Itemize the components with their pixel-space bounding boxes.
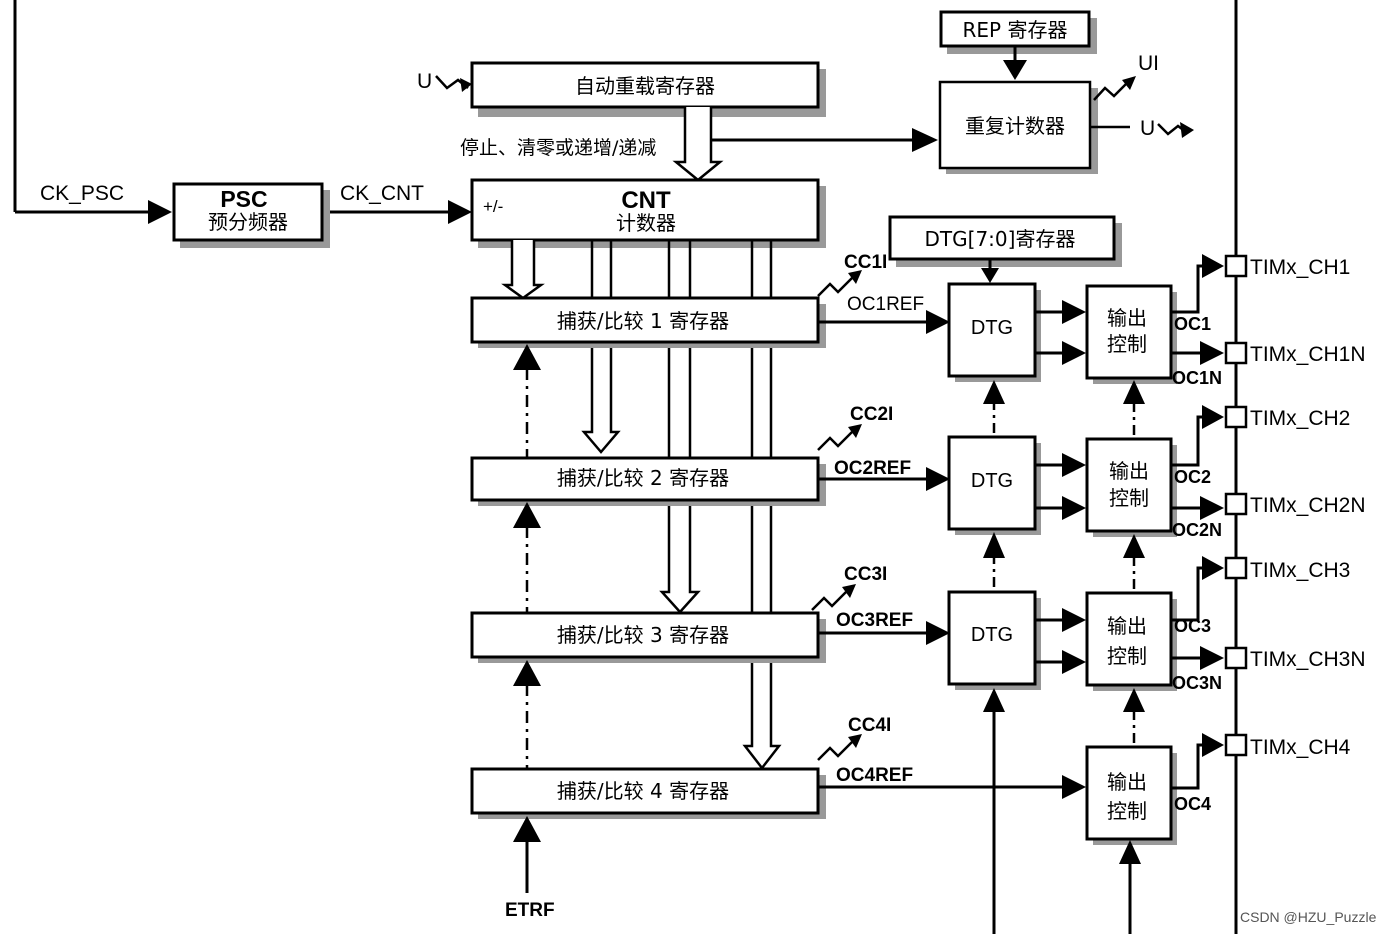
dtg-links	[983, 380, 1005, 934]
rep-ui-label: UI	[1138, 52, 1159, 75]
pin-ch4	[1224, 733, 1248, 757]
cc1-register-label: 捕获/比较 1 寄存器	[557, 309, 729, 333]
output-control-3: 输出 控制	[1085, 591, 1177, 691]
ch1-outputs: OC1 OC1N	[1171, 254, 1224, 388]
output-control-2: 输出 控制	[1085, 437, 1177, 537]
pin-ch1-label: TIMx_CH1	[1250, 256, 1350, 279]
psc-subtitle: 预分频器	[208, 210, 288, 234]
pin-ch1n-label: TIMx_CH1N	[1250, 343, 1366, 366]
output-control-links	[1119, 380, 1145, 934]
oc1ref-label: OC1REF	[847, 294, 924, 315]
watermark: CSDN @HZU_Puzzle	[1240, 909, 1377, 925]
cc4-register-label: 捕获/比较 4 寄存器	[557, 779, 729, 803]
autoreload-block: 自动重载寄存器 U	[417, 61, 826, 117]
cc-link-lines: ETRF	[505, 344, 555, 921]
output-control-3-line2: 控制	[1107, 644, 1147, 668]
output-control-1: 输出 控制	[1085, 284, 1177, 384]
oc2n-label: OC2N	[1172, 520, 1222, 540]
cc3-block: 捕获/比较 3 寄存器	[470, 611, 826, 663]
dtg-block-1: DTG	[947, 282, 1041, 382]
rep-block: REP 寄存器 重复计数器 UI U	[938, 10, 1194, 174]
pin-ch1	[1224, 254, 1248, 278]
cc2-interrupt-label: CC2I	[850, 404, 893, 425]
cc2-register-label: 捕获/比较 2 寄存器	[557, 466, 729, 490]
output-control-2-line1: 输出	[1109, 459, 1149, 483]
oc4ref-label: OC4REF	[836, 765, 913, 786]
clock-path: CK_PSC CK_CNT	[13, 0, 472, 224]
ck-psc-label: CK_PSC	[40, 182, 124, 205]
cc3-interrupt-label: CC3I	[844, 564, 887, 585]
pin-ch3-label: TIMx_CH3	[1250, 559, 1350, 582]
rep-u-label: U	[1140, 117, 1155, 140]
ck-cnt-label: CK_CNT	[340, 182, 424, 205]
psc-title: PSC	[220, 186, 267, 212]
oc2ref-label: OC2REF	[834, 458, 911, 479]
cc4-interrupt-label: CC4I	[848, 715, 891, 736]
rep-register-label: REP 寄存器	[963, 18, 1068, 42]
cnt-subtitle: 计数器	[616, 211, 676, 235]
oc1-label: OC1	[1174, 314, 1211, 334]
pin-ch1n	[1224, 341, 1248, 365]
cc2-block: 捕获/比较 2 寄存器	[470, 456, 826, 506]
dtg-register-label: DTG[7:0]寄存器	[925, 227, 1076, 251]
output-control-2-line2: 控制	[1109, 486, 1149, 510]
pin-ch2n	[1224, 492, 1248, 516]
pin-ch3n	[1224, 646, 1248, 670]
cc3-signals: CC3I OC3REF	[811, 564, 950, 645]
pin-ch4-label: TIMx_CH4	[1250, 736, 1351, 759]
cc4-block: 捕获/比较 4 寄存器	[470, 767, 826, 819]
ch2-outputs: OC2 OC2N	[1171, 405, 1224, 540]
cc1-block: 捕获/比较 1 寄存器	[470, 296, 826, 348]
output-control-1-line1: 输出	[1107, 306, 1147, 330]
oc3n-label: OC3N	[1172, 673, 1222, 693]
dtg-block-3: DTG	[947, 590, 1041, 690]
cc1-interrupt-label: CC1I	[844, 252, 887, 273]
counter-control-label: 停止、清零或递增/递减	[460, 137, 656, 159]
oc1n-label: OC1N	[1172, 368, 1222, 388]
cnt-title: CNT	[621, 187, 671, 214]
dtg-1-label: DTG	[971, 317, 1013, 339]
pin-ch3n-label: TIMx_CH3N	[1250, 648, 1366, 671]
output-control-4-line1: 输出	[1107, 770, 1147, 794]
cnt-block: +/- CNT 计数器	[470, 178, 826, 248]
psc-block: PSC 预分频器	[172, 182, 330, 248]
dtg-to-output-arrows	[1035, 300, 1086, 674]
rep-counter-label: 重复计数器	[965, 114, 1065, 138]
autoreload-to-cnt-arrow	[672, 107, 724, 182]
etrf-label: ETRF	[505, 900, 555, 921]
dtg-register-block: DTG[7:0]寄存器	[888, 215, 1122, 283]
dtg-3-label: DTG	[971, 624, 1013, 646]
ch3-outputs: OC3 OC3N	[1171, 556, 1224, 693]
pin-ch3	[1224, 556, 1248, 580]
pins: TIMx_CH1 TIMx_CH1N TIMx_CH2 TIMx_CH2N TI…	[1224, 254, 1366, 759]
output-control-4: 输出 控制	[1085, 745, 1177, 845]
oc4-label: OC4	[1174, 794, 1211, 814]
pin-ch2	[1224, 405, 1248, 429]
cc2-signals: CC2I OC2REF	[817, 404, 950, 491]
cnt-updown-label: +/-	[483, 197, 503, 216]
pin-ch2-label: TIMx_CH2	[1250, 407, 1350, 430]
output-control-4-line2: 控制	[1107, 799, 1147, 823]
cnt-to-rep-line	[711, 128, 938, 152]
autoreload-event-label: U	[417, 70, 432, 93]
cc3-register-label: 捕获/比较 3 寄存器	[557, 623, 729, 647]
dtg-block-2: DTG	[947, 435, 1041, 535]
dtg-2-label: DTG	[971, 470, 1013, 492]
oc3-label: OC3	[1174, 616, 1211, 636]
cc4-signals: CC4I OC4REF	[817, 715, 1086, 799]
oc2-label: OC2	[1174, 467, 1211, 487]
output-control-3-line1: 输出	[1107, 614, 1147, 638]
ch4-outputs: OC4	[1171, 733, 1224, 814]
cc1-signals: CC1I OC1REF	[817, 252, 950, 334]
autoreload-label: 自动重载寄存器	[575, 74, 715, 98]
output-control-1-line2: 控制	[1107, 332, 1147, 356]
oc3ref-label: OC3REF	[836, 610, 913, 631]
pin-ch2n-label: TIMx_CH2N	[1250, 494, 1366, 517]
